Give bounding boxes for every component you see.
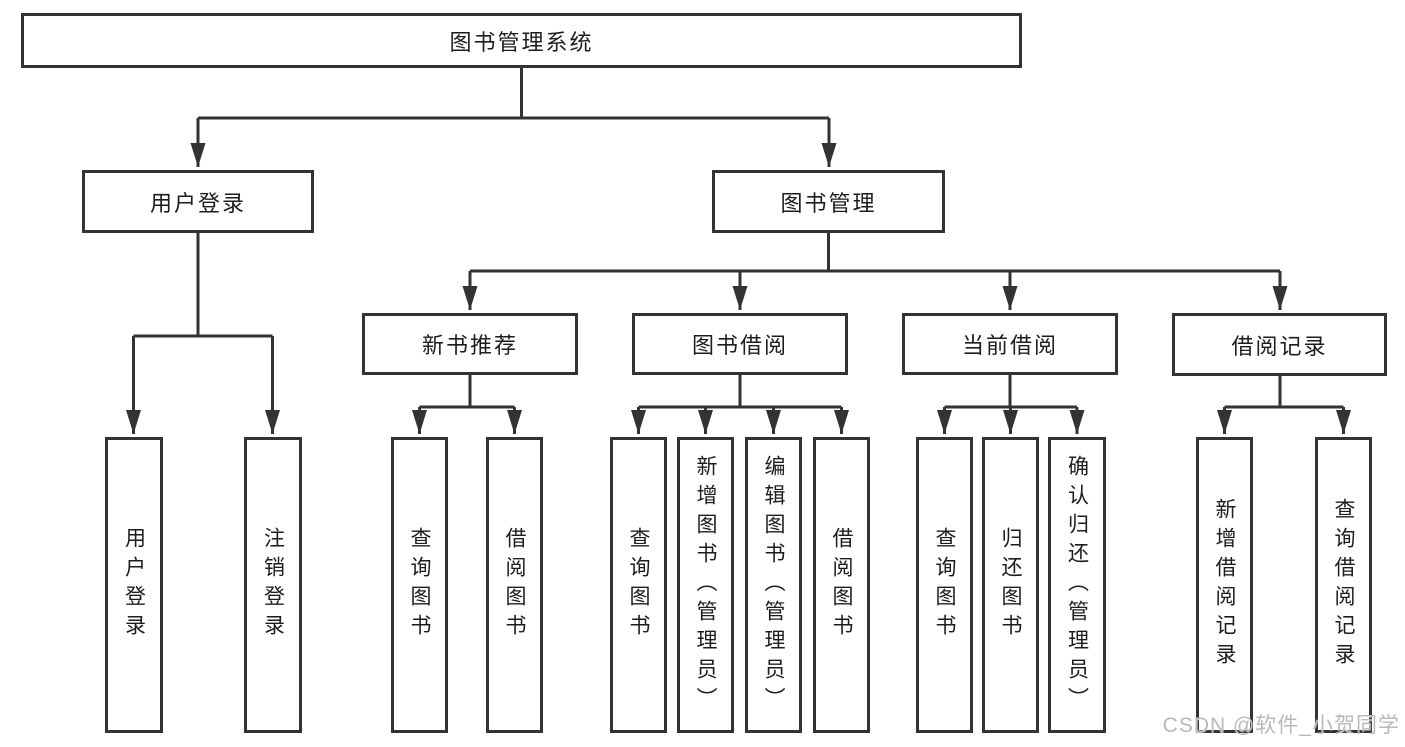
csdn-watermark: CSDN @软件_小贺同学 [1162, 714, 1400, 737]
node-label: 当前借阅 [961, 333, 1058, 358]
leaf-label: 查询图书 [408, 527, 431, 643]
leaf-label: 新增图书（管理员） [694, 454, 717, 716]
leaf-query-borrow-record: 查询借阅记录 [1315, 437, 1372, 733]
leaf-label: 借阅图书 [503, 527, 526, 643]
leaf-query-books-1: 查询图书 [391, 437, 448, 733]
node-library-management-system: 图书管理系统 [21, 13, 1022, 68]
leaf-add-book-admin: 新增图书（管理员） [677, 437, 734, 733]
leaf-confirm-return-admin: 确认归还（管理员） [1048, 437, 1106, 733]
leaf-label: 确认归还（管理员） [1065, 454, 1089, 716]
leaf-add-borrow-record: 新增借阅记录 [1196, 437, 1253, 733]
leaf-logout: 注销登录 [244, 437, 302, 733]
node-label: 图书管理系统 [449, 29, 594, 55]
leaf-label: 借阅图书 [830, 527, 853, 643]
node-label: 图书借阅 [691, 333, 788, 358]
leaf-return-book: 归还图书 [982, 437, 1039, 733]
leaf-label: 编辑图书（管理员） [762, 454, 785, 716]
leaf-query-books-2: 查询图书 [610, 437, 667, 733]
leaf-borrow-books-2: 借阅图书 [813, 437, 870, 733]
leaf-label: 注销登录 [261, 527, 285, 643]
leaf-label: 归还图书 [999, 527, 1022, 643]
node-label: 用户登录 [149, 190, 246, 216]
leaf-label: 查询借阅记录 [1332, 498, 1355, 672]
leaf-label: 用户登录 [122, 527, 146, 643]
node-book-management: 图书管理 [712, 170, 945, 233]
leaf-borrow-books-1: 借阅图书 [486, 437, 543, 733]
node-label: 借阅记录 [1231, 333, 1328, 359]
node-user-login: 用户登录 [82, 170, 314, 233]
node-book-borrowing: 图书借阅 [632, 313, 848, 375]
leaf-user-login: 用户登录 [105, 437, 163, 733]
node-label: 图书管理 [780, 190, 877, 216]
leaf-edit-book-admin: 编辑图书（管理员） [745, 437, 802, 733]
node-current-borrowing: 当前借阅 [902, 313, 1118, 375]
node-borrowing-records: 借阅记录 [1172, 313, 1387, 376]
node-new-book-recommendation: 新书推荐 [362, 313, 578, 375]
leaf-query-books-3: 查询图书 [916, 437, 973, 733]
leaf-label: 查询图书 [933, 527, 956, 643]
leaf-label: 查询图书 [627, 527, 650, 643]
node-label: 新书推荐 [421, 333, 518, 358]
leaf-label: 新增借阅记录 [1213, 498, 1236, 672]
